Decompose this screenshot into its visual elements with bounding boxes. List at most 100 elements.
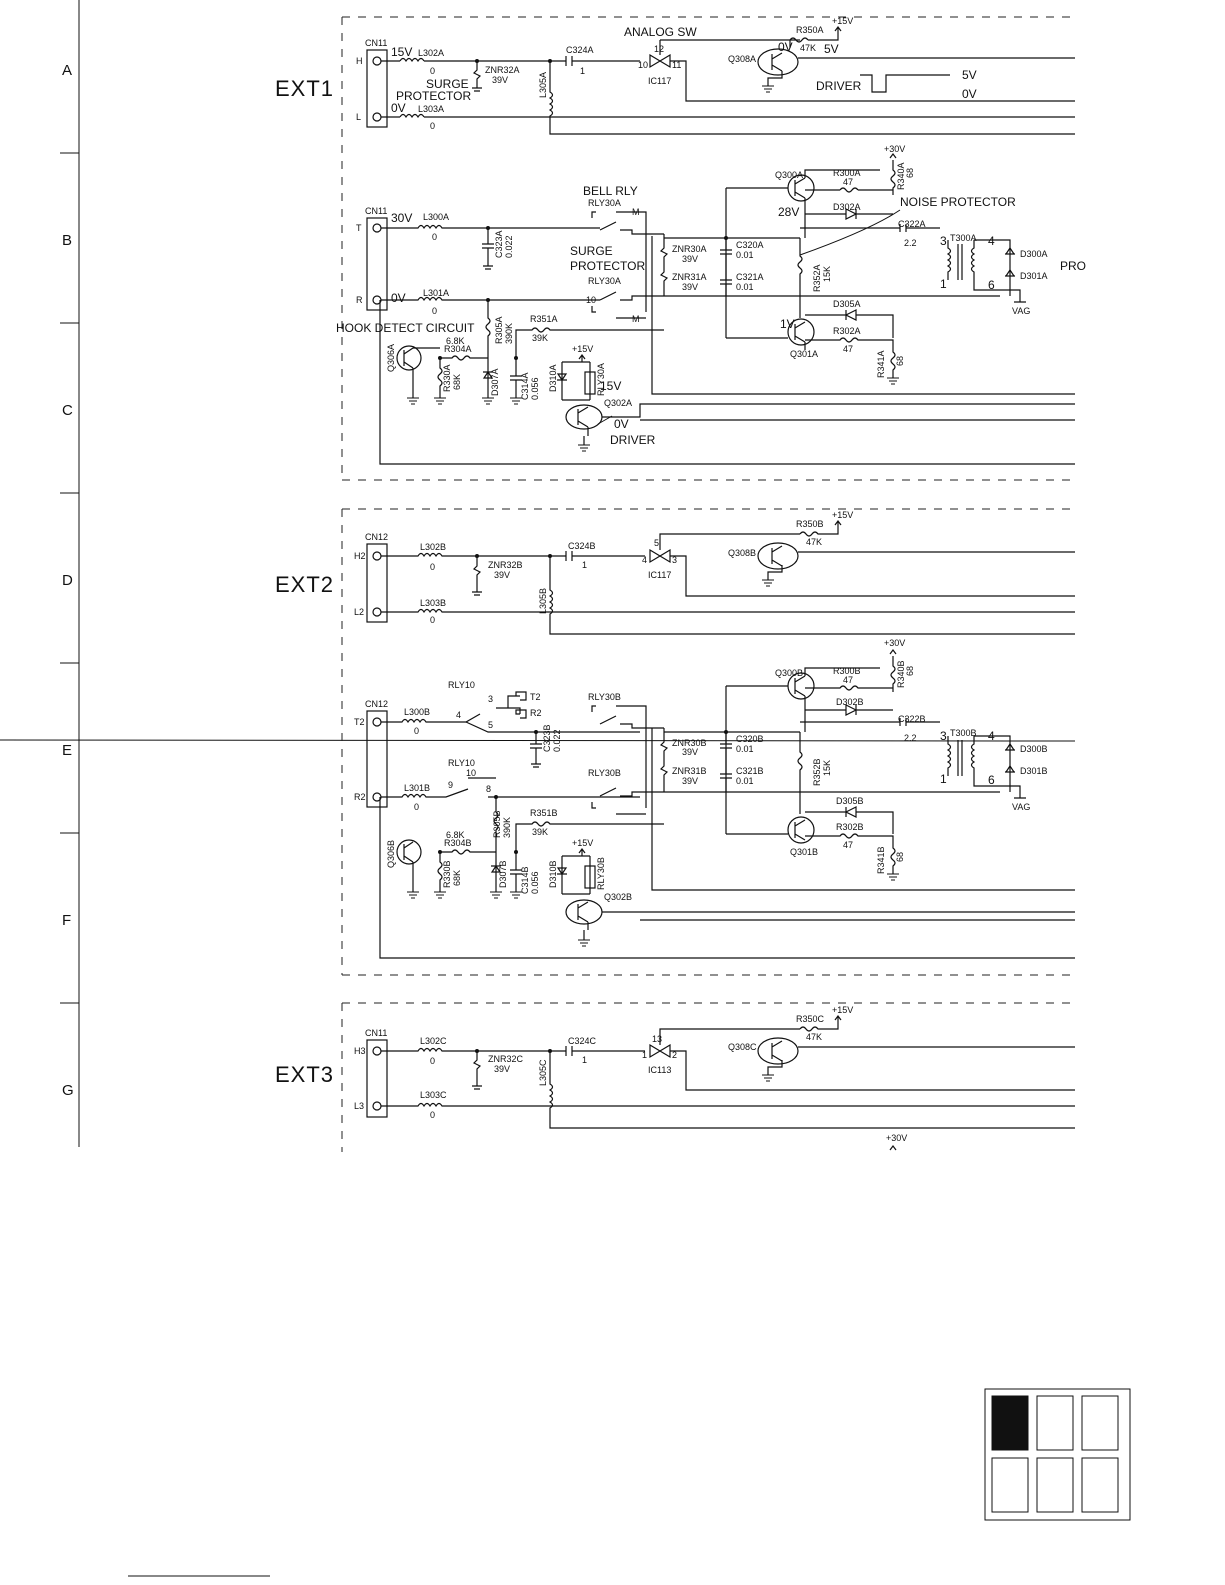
r351a-val: 39K	[532, 333, 548, 343]
q301a-label: Q301A	[790, 349, 818, 359]
driver-label: DRIVER	[816, 79, 862, 93]
r350a-label: R350A	[796, 25, 824, 35]
c320b-val: 0.01	[736, 744, 754, 754]
t300a-pin4: 4	[988, 234, 995, 248]
row-label-c: C	[62, 402, 73, 419]
wave-5v: 5V	[962, 68, 977, 82]
plus15-label: +15V	[832, 16, 853, 26]
l300a-val: 0	[432, 232, 437, 242]
q301b-label: Q301B	[790, 847, 818, 857]
znr30a-label: ZNR30A	[672, 244, 707, 254]
ic113-pin13: 13	[652, 1034, 662, 1044]
plus15-line-b: +15V	[572, 838, 593, 848]
r300a-label: R300A	[833, 168, 861, 178]
r351a-label: R351A	[530, 314, 558, 324]
r350c-label: R350C	[796, 1014, 825, 1024]
r351b-label: R351B	[530, 808, 558, 818]
rly30a-top: RLY30A	[588, 198, 621, 208]
c323a-label: C323A	[494, 230, 504, 258]
ic113-pin2: 2	[672, 1050, 677, 1060]
q300b-label: Q300B	[775, 668, 803, 678]
r352a-label: R352A	[812, 264, 822, 292]
q302a-label: Q302A	[604, 398, 632, 408]
t2-label: T2	[530, 692, 541, 702]
t300a-pin6: 6	[988, 278, 995, 292]
r300b-val: 47	[843, 675, 853, 685]
c321b-label: C321B	[736, 766, 764, 776]
r302b-val: 47	[843, 840, 853, 850]
r330a-label: R330A	[442, 364, 452, 392]
t300b-pin1: 1	[940, 772, 947, 786]
rly30a-coil-label: RLY30A	[596, 363, 606, 396]
rly30b-top: RLY30B	[588, 692, 621, 702]
c323b-val: 0.022	[552, 729, 562, 752]
driver-line-label: DRIVER	[610, 433, 656, 447]
znr32a-val: 39V	[492, 75, 508, 85]
plus30b-label: +30V	[884, 638, 905, 648]
c323b-label: C323B	[542, 724, 552, 752]
ext2-title: EXT2	[275, 572, 334, 597]
pin-h: H	[356, 56, 363, 66]
r340a-val: 68	[905, 168, 915, 178]
d300b-label: D300B	[1020, 744, 1048, 754]
r305b-label: R305B	[492, 810, 502, 838]
r350b-val: 47K	[806, 537, 822, 547]
vag-label: VAG	[1012, 306, 1030, 316]
r350a-val: 47K	[800, 43, 816, 53]
v28-label: 28V	[778, 205, 799, 219]
v15-label: 15V	[391, 45, 412, 59]
znr31b-val: 39V	[682, 776, 698, 786]
ic117-pin12: 12	[654, 44, 664, 54]
r340b-label: R340B	[896, 660, 906, 688]
l303b-val: 0	[430, 615, 435, 625]
c321a-val: 0.01	[736, 282, 754, 292]
page-key	[984, 1388, 1131, 1521]
row-label-f: F	[62, 912, 71, 929]
l302a-val: 0	[430, 66, 435, 76]
r330b-label: R330B	[442, 860, 452, 888]
r300a-val: 47	[843, 177, 853, 187]
block-outlines	[341, 16, 1075, 1152]
znr31a-label: ZNR31A	[672, 272, 707, 282]
l305b-label: L305B	[538, 588, 548, 614]
c324c-label: C324C	[568, 1036, 597, 1046]
c314a-label: C314A	[520, 372, 530, 400]
pro-label: PRO	[1060, 259, 1086, 273]
pin-m-top: M	[632, 207, 640, 217]
l302c-val: 0	[430, 1056, 435, 1066]
rly10-bot-label: RLY10	[448, 758, 475, 768]
c322b-val: 2.2	[904, 733, 917, 743]
pin-h2: H2	[354, 551, 366, 561]
znr32a-label: ZNR32A	[485, 65, 520, 75]
c320b-label: C320B	[736, 734, 764, 744]
pin-r: R	[356, 295, 363, 305]
r340a-label: R340A	[896, 162, 906, 190]
rly10-p9: 9	[448, 780, 453, 790]
znr32c-val: 39V	[494, 1064, 510, 1074]
q308c-label: Q308C	[728, 1042, 757, 1052]
l301a-val: 0	[432, 306, 437, 316]
t300b-label: T300B	[950, 728, 977, 738]
row-label-e: E	[62, 742, 72, 759]
znr30b-label: ZNR30B	[672, 738, 707, 748]
t300a-pin3: 3	[940, 234, 947, 248]
l301a-label: L301A	[423, 288, 449, 298]
plus15c-label: +15V	[832, 1005, 853, 1015]
r341b-val: 68	[895, 852, 905, 862]
ic117-pin11: 11	[672, 60, 681, 70]
rly10-p8: 8	[486, 784, 491, 794]
page-key-cell	[991, 1457, 1029, 1513]
protector-line-label: PROTECTOR	[570, 259, 645, 273]
ic113-label: IC113	[648, 1065, 671, 1075]
ic117-pin10: 10	[638, 60, 648, 70]
pin-10: 10	[586, 295, 596, 305]
c323a-val: 0.022	[504, 235, 514, 258]
q308a-label: Q308A	[728, 54, 756, 64]
l302b-val: 0	[430, 562, 435, 572]
znr32b-label: ZNR32B	[488, 560, 523, 570]
bell-rly-label: BELL RLY	[583, 184, 638, 198]
d310b-label: D310B	[548, 860, 558, 888]
ext3-title: EXT3	[275, 1062, 334, 1087]
l302b-label: L302B	[420, 542, 446, 552]
